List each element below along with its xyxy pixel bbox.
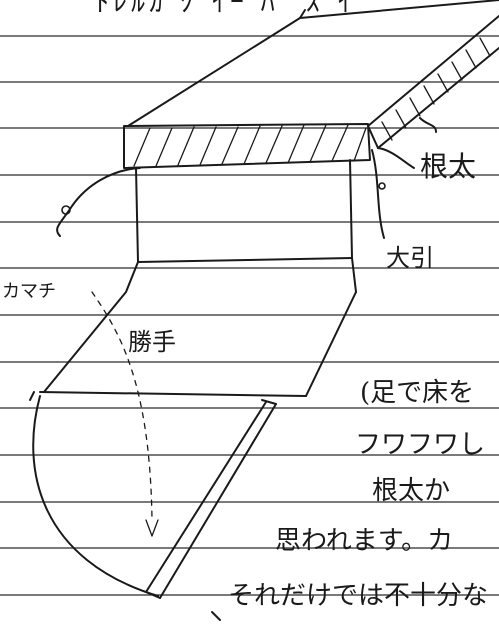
kamachi-arc [91,291,153,521]
joist-diagonal [367,15,499,149]
note-line: フワフワし [355,430,486,460]
note-line: それだけでは不十分な [228,581,489,611]
label-kamachi: カマチ [2,281,56,302]
obiki-box [135,159,357,293]
lower-panel [32,395,277,599]
pointer-obiki [371,149,385,239]
note-line: (足で床を [360,378,475,408]
top-fragment-text: ﾄﾚﾙｶ ｸﾞｲｰ ﾊﾟ ｽﾞｲ [95,0,356,18]
katte-board [29,261,357,401]
pointer-nebuta [377,147,415,169]
note-line: 思われます。カ [275,526,454,556]
top-beam [123,123,371,169]
pointer-beam [56,167,141,237]
label-katte: 勝手 [128,328,176,356]
ruled-lines [0,35,499,596]
label-nebuta: 根太 [420,150,477,183]
label-obiki: 大引 [386,244,434,272]
note-line: 根太か [372,476,451,506]
